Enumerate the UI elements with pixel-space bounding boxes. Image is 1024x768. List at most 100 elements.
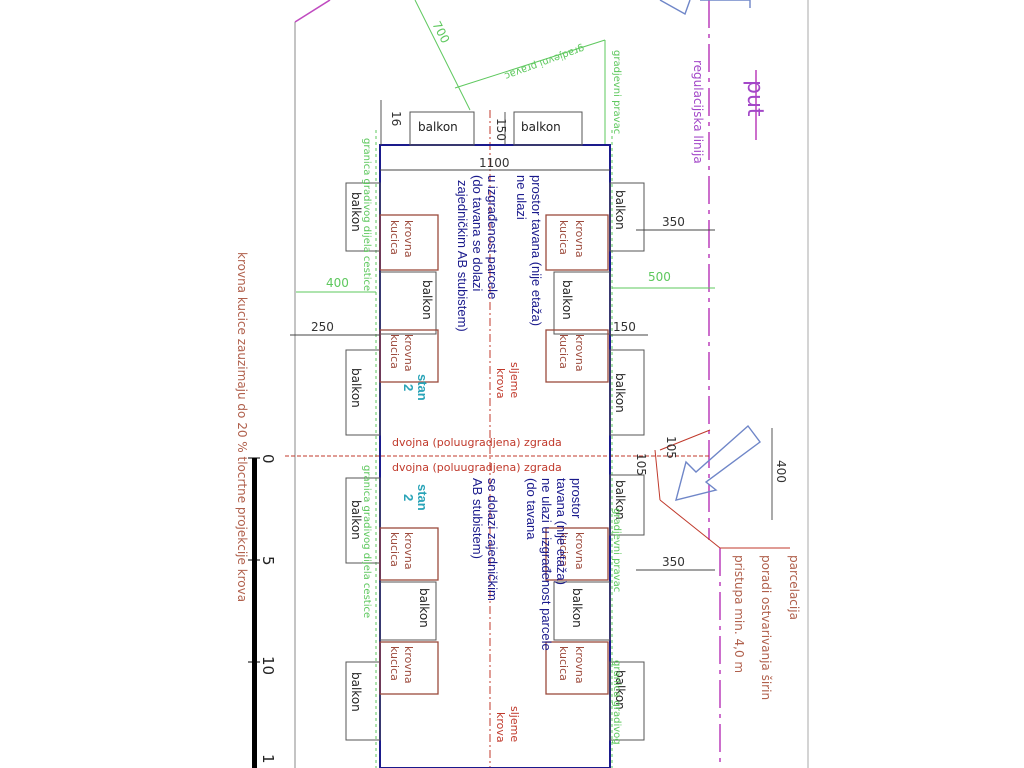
svg-text:kucica: kucica [557,334,570,369]
dormer-left-4: krovna kucica [379,641,439,695]
balcony-label: balkon [570,588,584,628]
svg-text:tavana (nije etaža): tavana (nije etaža) [554,478,569,585]
balcony-right-4 [609,661,645,741]
dim-line-700 [414,0,471,111]
building-line-label-lower: gradjevni pravac [611,508,622,592]
boundary-label-upper: granica gradivog dijela cestice [361,138,372,291]
scale-tick-0: 0 [259,454,277,464]
dormer-right-4: krovna kucica [545,641,609,695]
attic-note-upper: prostor tavana (nije etaža) ne ulazi u i… [455,175,544,332]
svg-text:kucica: kucica [388,220,401,255]
gradjevni-pravac-line [454,39,606,89]
ridge-label: sljeme [508,706,521,742]
parcel-link-2 [659,499,721,549]
svg-text:AB stubistem): AB stubistem) [470,478,485,559]
dim-150: 150 [613,320,636,334]
access-arrow-top [659,0,751,16]
parcel-link [654,449,661,501]
svg-text:ne ulazi: ne ulazi [514,175,529,220]
loggia-left-1 [379,271,437,335]
ridge-lines [285,110,790,768]
dormer-left-2: krovna kucica [379,329,439,383]
svg-text:krovna: krovna [402,532,415,570]
boundary-label-right: granica gradivog [611,660,622,745]
wall-extension [659,429,711,451]
dormer-note: krovna kucice zauzimaju do 20 % tlocrtne… [235,252,249,602]
svg-text:pristupa min. 4,0 m: pristupa min. 4,0 m [732,555,746,673]
dim-350: 350 [662,555,685,569]
dormer-right-3: krovna kucica [545,527,609,581]
dim-16: 16 [389,111,403,126]
svg-text:(do tavana se dolazi: (do tavana se dolazi [470,175,485,291]
road-label: put [742,80,767,117]
balcony-label: balkon [521,120,561,134]
svg-text:krovna: krovna [573,532,586,570]
dim-400: 400 [774,460,788,483]
svg-text:kucica: kucica [388,646,401,681]
dim-105: 105 [664,436,678,459]
balcony-right-1 [609,182,645,252]
svg-text:krovna: krovna [402,220,415,258]
svg-text:kucica: kucica [388,334,401,369]
scale-bar: 0 5 10 1 [248,454,277,768]
roof-label: krova [494,712,507,743]
balcony-label: balkon [418,120,458,134]
svg-text:poradi ostvarivanja širin: poradi ostvarivanja širin [759,555,773,700]
balcony-label: balkon [613,480,627,520]
balcony-label: balkon [349,500,363,540]
twin-building-label-upper: dvojna (poluugradjena) zgrada [392,436,562,449]
svg-text:ne ulazi u izgrađenost parcele: ne ulazi u izgrađenost parcele [539,478,554,651]
svg-text:se dolazi zajedničkim: se dolazi zajedničkim [485,478,500,601]
scale-tick-15: 1 [259,754,277,764]
building: 1100 balkon balkon 16 150 balkon balkon … [345,100,645,768]
dim-1100: 1100 [479,156,510,170]
dim-150: 150 [494,118,508,141]
parcelation-note: parcelacija poradi ostvarivanja širin pr… [732,555,801,700]
building-lines [296,0,715,768]
building-outline [379,144,611,768]
dim-400: 400 [326,276,349,290]
svg-text:krovna: krovna [402,334,415,372]
loggia-left-2 [379,581,437,641]
balcony-left-4 [345,661,381,741]
svg-text:prostor: prostor [569,478,584,519]
svg-text:u izgrađenost parcele: u izgrađenost parcele [485,175,500,299]
balcony-left-3 [345,477,381,564]
scale-tick-10: 10 [259,656,277,675]
scale-tick-5: 5 [259,556,277,566]
balcony-label: balkon [613,190,627,230]
balcony-label: balkon [349,192,363,232]
svg-text:prostor tavana (nije etaža): prostor tavana (nije etaža) [529,175,544,326]
property-lines [294,0,757,768]
balcony-right-3 [609,474,645,536]
dim-350: 350 [662,215,685,229]
svg-text:krovna: krovna [573,334,586,372]
loggia-right-1 [553,271,611,335]
balcony-right-2 [609,349,645,436]
dormer-left-3: krovna kucica [379,527,439,581]
balcony-top-left [409,111,475,146]
balcony-label: balkon [349,368,363,408]
dim-700: 700 [429,19,452,46]
attic-note-lower: prostor tavana (nije etaža) ne ulazi u i… [470,478,584,651]
svg-text:parcelacija: parcelacija [787,555,801,620]
svg-text:zajedničkim AB stubistem): zajedničkim AB stubistem) [455,180,470,332]
svg-text:(do tavana: (do tavana [524,478,539,540]
svg-text:kucica: kucica [557,646,570,681]
balcony-left-2 [345,349,381,436]
balcony-label: balkon [349,672,363,712]
balcony-label: balkon [560,280,574,320]
loggia-right-2 [553,581,611,641]
svg-text:krovna: krovna [402,646,415,684]
balcony-top-right [513,111,583,146]
site-border [294,0,809,768]
balcony-label: balkon [613,373,627,413]
building-line-label-top: gradjevni pravac [503,42,586,81]
svg-text:krovna: krovna [573,646,586,684]
boundary-label-lower: granica gradivog dijela cestice [361,465,372,618]
dim-500: 500 [648,270,671,284]
apartment-number-upper: 2 [401,384,416,391]
svg-text:krovna: krovna [573,220,586,258]
svg-text:kucica: kucica [557,532,570,567]
balcony-label: balkon [613,670,627,710]
